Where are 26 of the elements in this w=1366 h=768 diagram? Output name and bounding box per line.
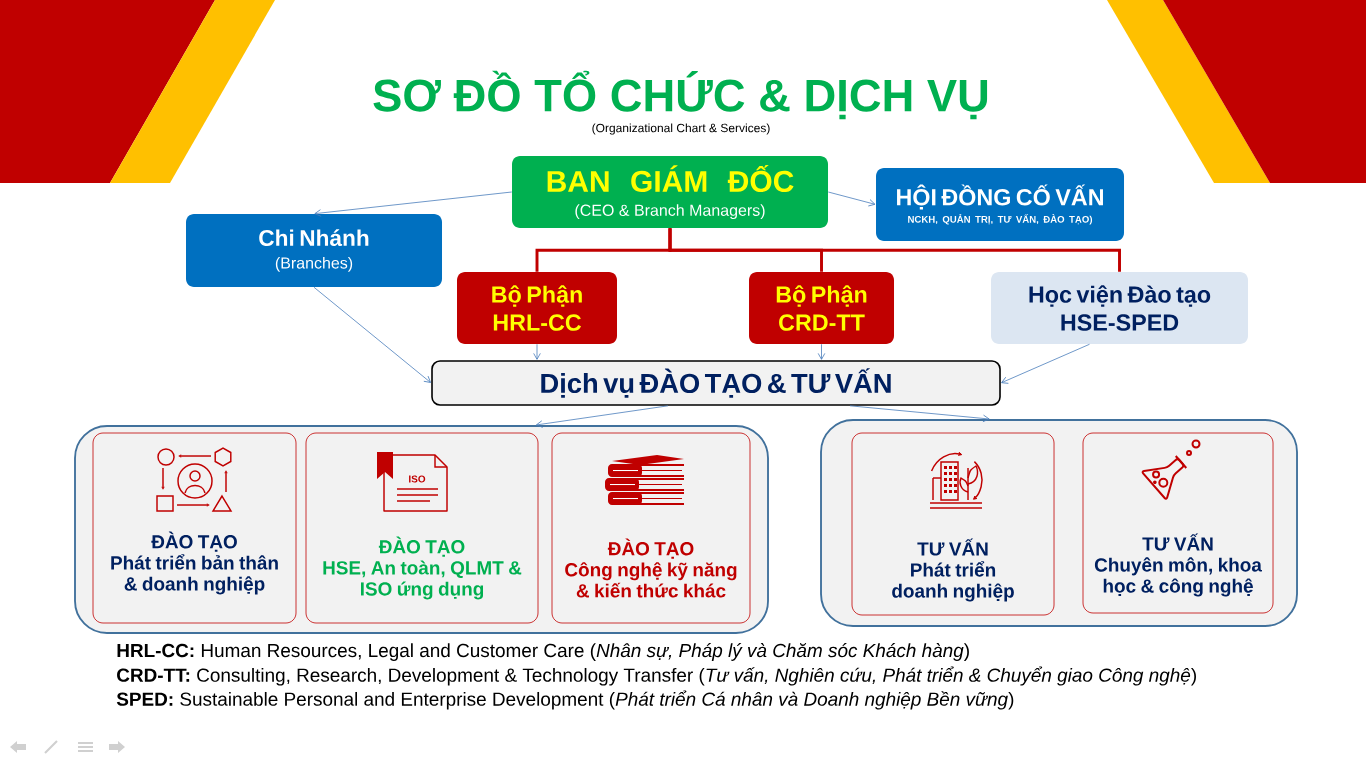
connector-line <box>668 228 1121 272</box>
academy-box: Học viện Đào tạo HSE-SPED <box>991 272 1248 344</box>
subtitle: (Organizational Chart & Services) <box>592 123 770 135</box>
service-card: ĐÀO TẠO Phát triển bản thân & doanh nghiệp <box>92 432 297 624</box>
department-box: Bộ Phận HRL-CC <box>457 272 617 344</box>
department-box: Bộ Phận CRD-TT <box>749 272 894 344</box>
service-box: Dịch vụ ĐÀO TẠO & TƯ VẤN <box>431 360 1001 406</box>
arrow <box>827 191 876 207</box>
note-text: HRL-CC: Human Resources, Legal and Customer Care (Nhân sự, Pháp lý và Chăm sóc Khách hàng) <box>117 643 969 661</box>
arrow <box>314 191 513 217</box>
arrow <box>849 405 990 423</box>
note-text: SPED: Sustainable Personal and Enterprise Development (Phát triển Cá nhân và Doanh nghiệp Bền vững) <box>116 690 1014 710</box>
icon-label: ISO <box>409 475 426 483</box>
arrow <box>533 343 541 360</box>
service-card: TƯ VẤN Phát triển doanh nghiệp <box>851 432 1055 616</box>
arrow <box>535 405 669 428</box>
branch-box: Chi Nhánh (Branches) <box>186 214 442 287</box>
service-card: ĐÀO TẠO Công nghệ kỹ năng & kiến thức khác <box>551 432 751 624</box>
title: SƠ ĐỒ TỔ CHỨC & DỊCH VỤ <box>373 70 988 120</box>
council-box: HỘI ĐỒNG CỐ VẤN NCKH, QUẢN TRỊ, TƯ VẤN, ĐÀO TẠO) <box>876 168 1124 241</box>
service-card: TƯ VẤN Chuyên môn, khoa học & công nghệ <box>1082 432 1274 614</box>
arrow <box>1001 343 1090 384</box>
management-box: BAN GIÁM ĐỐC (CEO & Branch Managers) <box>512 156 828 228</box>
note-text: CRD-TT: Consulting, Research, Development & Technology Transfer (Tư vấn, Nghiên cứu, Phát triển & Chuyển giao Công nghệ) <box>117 666 1196 686</box>
arrow <box>313 286 431 383</box>
arrow <box>817 343 826 360</box>
